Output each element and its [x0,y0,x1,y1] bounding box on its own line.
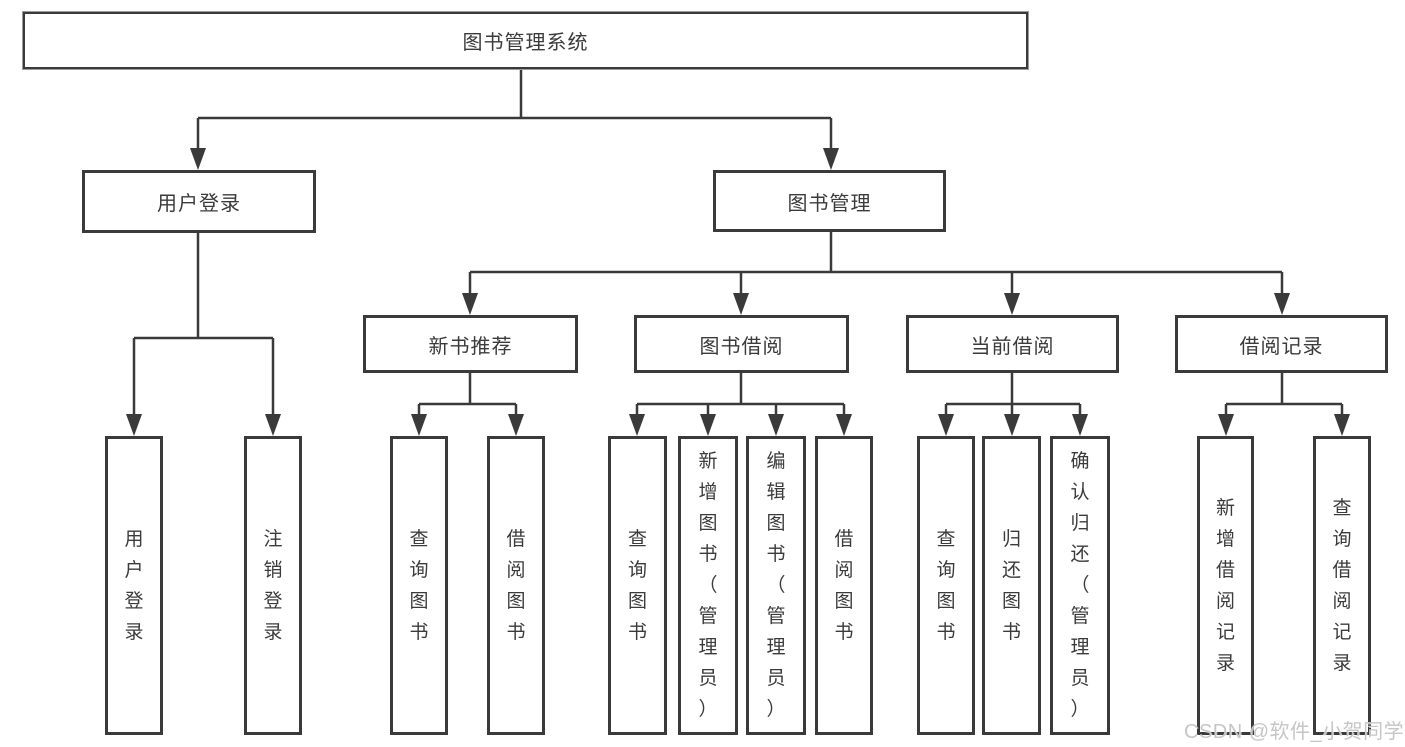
node-label: 新书推荐 [428,335,513,358]
watermark: CSDN @软件_小贺同学 [1184,721,1405,743]
node-label: 查询图书 [627,528,647,643]
node-book-management: 图书管理 [713,170,946,232]
node-label: 新增借阅记录 [1215,497,1235,674]
node-leaf-user-login: 用户登录 [105,436,163,735]
node-label: 用户登录 [124,528,144,643]
node-book-borrow: 图书借阅 [634,315,849,373]
node-leaf-query-books-3: 查询图书 [917,436,975,735]
node-current-borrow: 当前借阅 [906,315,1119,373]
node-new-book-recommend: 新书推荐 [363,315,578,373]
node-leaf-query-borrow-record: 查询借阅记录 [1313,436,1371,735]
node-borrow-records: 借阅记录 [1175,315,1388,373]
node-leaf-return-book: 归还图书 [982,436,1041,735]
node-label: 借阅图书 [834,528,854,643]
node-label: 当前借阅 [970,335,1055,358]
node-leaf-confirm-return-admin: 确认归还（管理员） [1050,436,1110,735]
node-label: 查询借阅记录 [1332,497,1352,674]
node-label: 注销登录 [263,528,283,643]
node-label: 图书借阅 [699,335,784,358]
node-label: 图书管理 [787,192,872,215]
node-label: 归还图书 [1001,528,1021,643]
node-leaf-logout: 注销登录 [244,436,302,735]
node-leaf-add-book-admin: 新增图书（管理员） [678,436,738,735]
node-leaf-query-books-2: 查询图书 [608,436,667,735]
node-label: 借阅记录 [1239,335,1324,358]
node-label: 确认归还（管理员） [1070,451,1090,720]
node-library-system: 图书管理系统 [23,12,1028,69]
node-label: 查询图书 [936,528,956,643]
node-leaf-borrow-books-1: 借阅图书 [487,436,545,735]
node-leaf-borrow-books-2: 借阅图书 [815,436,873,735]
node-leaf-edit-book-admin: 编辑图书（管理员） [746,436,806,735]
node-leaf-query-books-1: 查询图书 [390,436,448,735]
node-user-login: 用户登录 [82,170,316,233]
node-label: 借阅图书 [506,528,526,643]
node-leaf-add-borrow-record: 新增借阅记录 [1197,436,1254,735]
node-label: 用户登录 [157,193,241,215]
node-label: 查询图书 [409,528,429,643]
node-label: 图书管理系统 [462,32,589,54]
node-label: 新增图书（管理员） [698,451,718,720]
node-label: 编辑图书（管理员） [766,451,786,720]
